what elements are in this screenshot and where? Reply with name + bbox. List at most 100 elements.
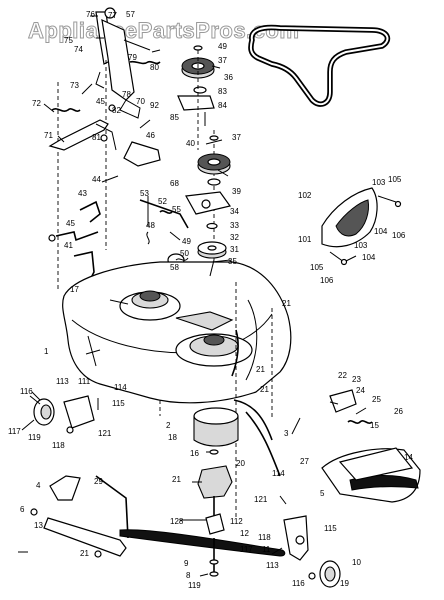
callout-label: 46	[146, 131, 155, 140]
callout-label: 21	[256, 365, 265, 374]
callout-label: 37	[218, 56, 227, 65]
callout-label: 3	[284, 429, 289, 438]
callout-label: 84	[218, 101, 227, 110]
callout-label: 24	[356, 386, 365, 395]
callout-label: 37	[232, 133, 241, 142]
callout-label: 36	[224, 73, 233, 82]
callout-label: 21	[282, 299, 291, 308]
callout-label: 113	[56, 377, 69, 386]
callout-label: 53	[140, 189, 149, 198]
callout-label: 114	[114, 383, 127, 392]
callout-label: 106	[392, 231, 406, 240]
callout-label: 2	[166, 421, 171, 430]
callout-label: 71	[44, 131, 53, 140]
callout-label: 21	[80, 549, 89, 558]
callout-label: 39	[232, 187, 241, 196]
callout-label: 29	[94, 477, 103, 486]
callout-label: 128	[170, 517, 184, 526]
callout-label: 77	[108, 11, 117, 20]
callout-label: 19	[340, 579, 349, 588]
callout-label: 82	[112, 106, 121, 115]
callout-label: 15	[370, 421, 379, 430]
callout-label: 81	[92, 133, 101, 142]
callout-label: 26	[394, 407, 403, 416]
callout-label: 115	[112, 399, 125, 408]
front-support-arm	[30, 475, 129, 558]
callout-label: 118	[52, 441, 65, 450]
callout-label: 117	[240, 545, 253, 554]
lift-bracket-assembly	[48, 7, 161, 290]
callout-label: 102	[298, 191, 312, 200]
callout-label: 68	[170, 179, 179, 188]
callout-label: 74	[74, 45, 83, 54]
callout-label: 73	[70, 81, 79, 90]
deck-hanger-rods	[48, 200, 101, 281]
callout-label: 13	[34, 521, 43, 530]
callout-label: 119	[28, 433, 41, 442]
callout-label: 112	[230, 517, 243, 526]
callout-labels: 76 77 57 75 74 49 37 79 80 36 73 78 83 7…	[8, 10, 413, 590]
callout-label: 57	[126, 10, 135, 19]
callout-label: 45	[66, 219, 75, 228]
callout-label: 35	[228, 257, 237, 266]
callout-label: 83	[218, 87, 227, 96]
callout-label: 92	[150, 101, 159, 110]
callout-label: 6	[20, 505, 25, 514]
callout-label: 118	[258, 533, 271, 542]
callout-label: 50	[180, 249, 189, 258]
callout-label: 113	[266, 561, 279, 570]
callout-label: 32	[230, 233, 239, 242]
callout-label: 49	[182, 237, 191, 246]
mower-deck-housing	[62, 261, 292, 520]
callout-label: 45	[96, 97, 105, 106]
callout-label: 16	[190, 449, 199, 458]
callout-label: 12	[240, 529, 249, 538]
callout-label: 104	[374, 227, 388, 236]
callout-label: 75	[64, 36, 73, 45]
callout-label: 34	[230, 207, 239, 216]
callout-label: 14	[404, 453, 413, 462]
callout-label: 79	[128, 53, 137, 62]
callout-label: 25	[372, 395, 381, 404]
callout-label: 9	[184, 559, 189, 568]
callout-label: 116	[292, 579, 305, 588]
callout-label: 121	[98, 429, 112, 438]
callout-label: 116	[20, 387, 33, 396]
callout-label: 106	[320, 276, 334, 285]
callout-label: 18	[168, 433, 177, 442]
discharge-chute-guard	[321, 187, 402, 266]
right-gauge-wheel	[271, 495, 341, 588]
blade-spindle-assembly	[119, 407, 286, 577]
callout-label: 104	[362, 253, 376, 262]
callout-label: 33	[230, 221, 239, 230]
callout-label: 58	[170, 263, 179, 272]
callout-label: 80	[150, 63, 159, 72]
callout-label: 121	[254, 495, 268, 504]
callout-label: 119	[188, 581, 201, 590]
callout-label: 117	[8, 427, 21, 436]
callout-label: 70	[136, 97, 145, 106]
callout-label: 48	[146, 221, 155, 230]
callout-label: 11	[262, 545, 271, 554]
center-pulley-stack	[123, 45, 233, 320]
right-linkage-parts	[233, 389, 421, 503]
callout-label: 111	[78, 377, 91, 386]
callout-label: 40	[186, 139, 195, 148]
callout-label: 1	[44, 347, 49, 356]
callout-label: 41	[64, 241, 73, 250]
callout-label: 21	[172, 475, 181, 484]
callout-leader-lines	[18, 15, 367, 577]
callout-label: 8	[186, 571, 191, 580]
callout-label: 114	[272, 469, 285, 478]
left-gauge-wheel	[29, 395, 99, 434]
callout-label: 44	[92, 175, 101, 184]
callout-label: 22	[338, 371, 347, 380]
callout-label: 21	[260, 385, 269, 394]
callout-label: 103	[354, 241, 368, 250]
callout-label: 76	[86, 10, 95, 19]
callout-label: 78	[122, 90, 131, 99]
callout-label: 17	[70, 285, 79, 294]
callout-label: 103	[372, 178, 386, 187]
callout-label: 52	[158, 197, 167, 206]
